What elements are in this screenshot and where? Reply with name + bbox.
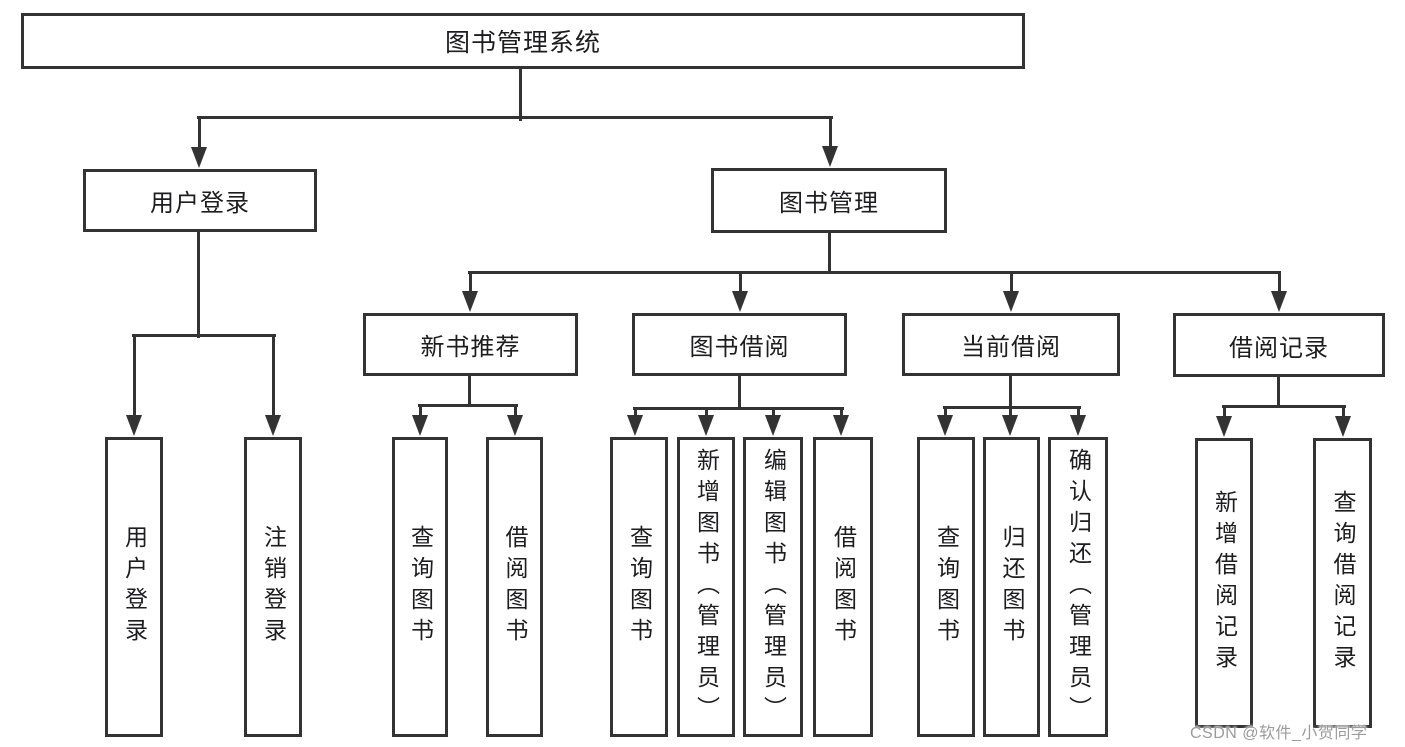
connector-line (468, 376, 471, 407)
node-current-borrow: 当前借阅 (902, 313, 1120, 376)
node-book-management: 图书管理 (711, 168, 947, 233)
node-library-system: 图书管理系统 (21, 13, 1025, 69)
connector-arrowhead-icon (1216, 416, 1232, 437)
connector-arrowhead-icon (937, 415, 953, 436)
connector-arrowhead-icon (822, 146, 838, 167)
connector-arrow-shaft (1341, 407, 1345, 420)
connector-line (197, 232, 200, 338)
connector-arrow-shaft (1009, 273, 1013, 295)
connector-arrowhead-icon (462, 291, 478, 312)
connector-arrow-shaft (771, 409, 775, 419)
connector-arrowhead-icon (765, 415, 781, 436)
connector-line (468, 271, 1281, 274)
node-label: 用户登录 (150, 190, 250, 217)
connector-line (418, 404, 518, 407)
node-label: 编辑图书（管理员） (760, 447, 787, 727)
node-label: 用户登录 (121, 525, 148, 649)
connector-arrowhead-icon (698, 415, 714, 436)
connector-arrow-shaft (132, 336, 136, 419)
connector-line (519, 66, 522, 121)
connector-arrow-shaft (197, 118, 201, 151)
node-new-book-recommend: 新书推荐 (363, 313, 578, 376)
leaf-return-book: 归还图书 (983, 437, 1040, 737)
connector-arrowhead-icon (507, 415, 523, 436)
connector-arrowhead-icon (191, 147, 207, 168)
connector-line (943, 406, 1081, 409)
leaf-query-book-under-recommend: 查询图书 (392, 437, 448, 737)
connector-arrow-shaft (633, 409, 637, 419)
connector-line (1222, 405, 1346, 408)
node-book-borrow: 图书借阅 (632, 313, 847, 376)
connector-arrow-shaft (1076, 408, 1080, 419)
leaf-add-borrow-record: 新增借阅记录 (1195, 438, 1253, 728)
connector-arrowhead-icon (627, 415, 643, 436)
connector-arrow-shaft (839, 409, 843, 419)
node-label: 查询图书 (626, 525, 653, 649)
node-label: 新书推荐 (420, 334, 521, 361)
connector-arrowhead-icon (126, 415, 142, 436)
leaf-query-book-under-current: 查询图书 (917, 437, 975, 737)
connector-arrowhead-icon (833, 415, 849, 436)
connector-arrowhead-icon (412, 415, 428, 436)
connector-arrowhead-icon (732, 291, 748, 312)
connector-arrow-shaft (704, 409, 708, 419)
connector-line (132, 334, 276, 337)
leaf-edit-book-admin: 编辑图书（管理员） (743, 437, 803, 737)
connector-arrow-shaft (1222, 407, 1226, 420)
leaf-query-book-under-borrow: 查询图书 (610, 437, 668, 737)
leaf-add-book-admin: 新增图书（管理员） (677, 437, 735, 737)
connector-arrow-shaft (1277, 273, 1281, 295)
node-label: 注销登录 (260, 525, 287, 649)
leaf-confirm-return-admin: 确认归还（管理员） (1048, 437, 1108, 737)
connector-line (197, 116, 833, 119)
connector-line (1277, 377, 1280, 408)
csdn-watermark: CSDN @软件_小贺同学 (1190, 725, 1368, 742)
connector-arrow-shaft (513, 406, 517, 419)
connector-arrowhead-icon (1002, 415, 1018, 436)
leaf-query-borrow-record: 查询借阅记录 (1313, 438, 1372, 728)
node-label: 当前借阅 (961, 334, 1061, 361)
leaf-borrow-book-under-borrow: 借阅图书 (813, 437, 873, 737)
node-label: 借阅图书 (830, 525, 857, 649)
node-label: 新增图书（管理员） (693, 447, 720, 727)
connector-arrow-shaft (1008, 408, 1012, 419)
connector-arrow-shaft (468, 273, 472, 295)
connector-arrow-shaft (943, 408, 947, 419)
connector-line (633, 407, 844, 410)
node-label: 借阅记录 (1229, 334, 1329, 362)
node-label: 查询图书 (407, 525, 434, 649)
node-label: 查询借阅记录 (1330, 490, 1356, 676)
leaf-borrow-book-under-recommend: 借阅图书 (486, 437, 543, 737)
connector-line (1009, 376, 1012, 409)
connector-line (828, 233, 831, 274)
node-borrow-records: 借阅记录 (1173, 313, 1385, 377)
connector-arrow-shaft (418, 406, 422, 419)
node-label: 图书管理 (779, 190, 879, 217)
leaf-logout: 注销登录 (244, 437, 302, 737)
connector-arrowhead-icon (1070, 415, 1086, 436)
connector-arrow-shaft (738, 273, 742, 295)
node-user-login: 用户登录 (83, 169, 317, 232)
node-label: 图书管理系统 (444, 29, 601, 57)
connector-arrowhead-icon (1271, 291, 1287, 312)
node-label: 新增借阅记录 (1211, 490, 1238, 676)
node-label: 确认归还（管理员） (1065, 447, 1092, 727)
connector-arrowhead-icon (1335, 416, 1351, 437)
connector-arrowhead-icon (265, 415, 281, 436)
node-label: 借阅图书 (502, 525, 528, 649)
leaf-user-login: 用户登录 (105, 437, 163, 737)
node-label: 归还图书 (999, 525, 1025, 649)
connector-arrowhead-icon (1003, 291, 1019, 312)
connector-arrow-shaft (828, 118, 832, 150)
node-label: 图书借阅 (689, 334, 790, 361)
connector-line (738, 376, 741, 410)
node-label: 查询图书 (933, 525, 960, 649)
connector-arrow-shaft (271, 336, 275, 419)
